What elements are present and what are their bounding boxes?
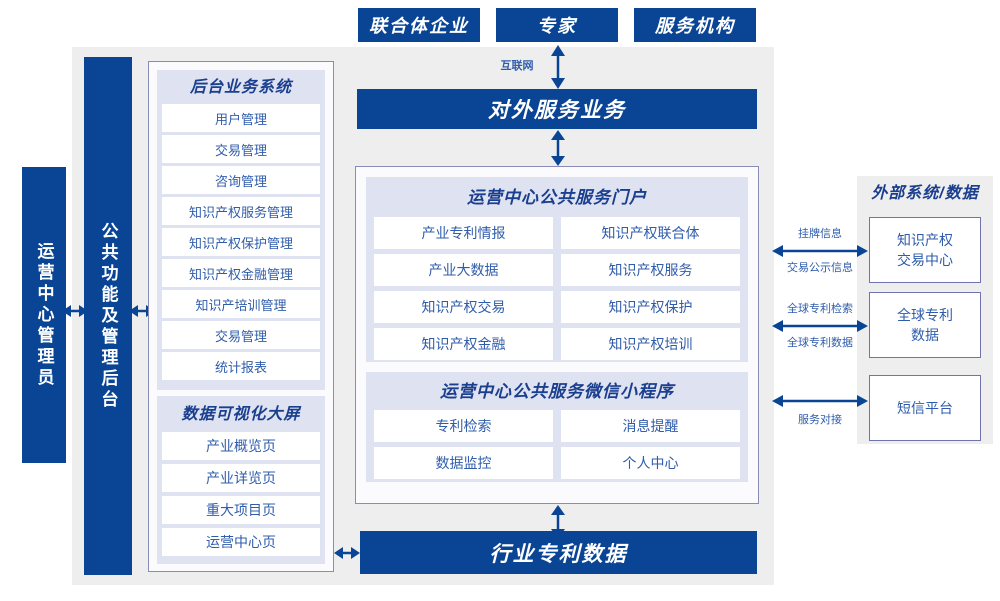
- external-title: 外部系统/数据: [871, 185, 979, 202]
- bigscreen-title: 数据可视化大屏: [181, 406, 301, 423]
- list-item[interactable]: 专利检索: [374, 410, 553, 442]
- list-item[interactable]: 产业概览页: [162, 432, 320, 460]
- external-box-1[interactable]: 全球专利数据: [869, 292, 981, 358]
- external-arrow-2: [772, 392, 868, 410]
- operator-backend-arrow: [62, 302, 88, 320]
- list-item-label: 知识产权服务: [608, 262, 693, 278]
- external-link-label-below-0: 交易公示信息: [787, 262, 853, 274]
- miniprogram-panel: 运营中心公共服务微信小程序 专利检索 消息提醒数据监控 个人中心: [366, 372, 748, 482]
- internet-label: 互联网: [500, 60, 534, 72]
- list-item-label: 个人中心: [622, 455, 679, 471]
- list-item[interactable]: 知识产权服务: [561, 254, 740, 286]
- portal-panel: 运营中心公共服务门户 产业专利情报 知识产权联合体产业大数据 知识产权服务知识产权交…: [366, 177, 748, 362]
- top-actor-1[interactable]: 专家: [496, 8, 618, 42]
- left-rail-common-backend[interactable]: 公共功能及管理后台: [84, 57, 132, 575]
- list-item-label: 产业专利情报: [421, 225, 506, 241]
- external-link-label-below-2: 服务对接: [798, 414, 842, 426]
- top-actor-label: 专家: [537, 16, 577, 36]
- top-actor-label: 联合体企业: [369, 16, 469, 36]
- list-item-label: 统计报表: [214, 359, 267, 375]
- list-item[interactable]: 产业大数据: [374, 254, 553, 286]
- backend-item-list: 用户管理交易管理咨询管理知识产权服务管理知识产权保护管理知识产权金融管理知识产培…: [162, 104, 320, 380]
- list-item-label: 知识产权联合体: [601, 225, 700, 241]
- top-actor-2[interactable]: 服务机构: [634, 8, 756, 42]
- left-rail-operator[interactable]: 运营中心管理员: [22, 167, 66, 463]
- list-item[interactable]: 咨询管理: [162, 166, 320, 194]
- industry-data-label: 行业专利数据: [489, 542, 628, 566]
- external-service-bar[interactable]: 对外服务业务: [357, 89, 757, 129]
- bigscreen-panel: 数据可视化大屏 产业概览页产业详览页重大项目页运营中心页: [157, 396, 325, 564]
- list-item[interactable]: 消息提醒: [561, 410, 740, 442]
- external-link-label-below-1: 全球专利数据: [787, 337, 853, 349]
- external-arrow-0: [772, 242, 868, 260]
- list-item-label: 产业详览页: [206, 470, 276, 486]
- list-item-label: 咨询管理: [214, 173, 267, 189]
- list-item-label: 交易管理: [214, 142, 267, 158]
- list-item[interactable]: 知识产权联合体: [561, 217, 740, 249]
- list-item-label: 知识产权交易: [421, 299, 506, 315]
- service-to-portal-arrow: [548, 130, 568, 166]
- list-item[interactable]: 用户管理: [162, 104, 320, 132]
- list-item-label: 消息提醒: [622, 418, 679, 434]
- list-item[interactable]: 知识产权保护: [561, 291, 740, 323]
- list-item[interactable]: 知识产权金融: [374, 328, 553, 360]
- list-item-label: 重大项目页: [206, 502, 276, 518]
- list-item[interactable]: 交易管理: [162, 321, 320, 349]
- miniprogram-title: 运营中心公共服务微信小程序: [440, 382, 674, 401]
- left-rail-label: 运营中心管理员: [34, 241, 54, 389]
- bigscreen-item-list: 产业概览页产业详览页重大项目页运营中心页: [162, 432, 320, 556]
- list-item-label: 运营中心页: [206, 534, 276, 550]
- miniprogram-item-list: 专利检索 消息提醒数据监控 个人中心: [374, 410, 740, 479]
- backend-to-data-arrow: [334, 544, 360, 562]
- list-item[interactable]: 产业专利情报: [374, 217, 553, 249]
- backend-title: 后台业务系统: [189, 79, 292, 96]
- list-item[interactable]: 产业详览页: [162, 464, 320, 492]
- list-item-label: 知识产权保护: [608, 299, 693, 315]
- external-link-label-above-1: 全球专利检索: [787, 303, 853, 315]
- industry-data-bar[interactable]: 行业专利数据: [360, 531, 757, 574]
- external-box-label: 知识产权交易中心: [897, 231, 953, 268]
- list-item-label: 产业概览页: [206, 438, 276, 454]
- list-item[interactable]: 知识产权交易: [374, 291, 553, 323]
- list-item[interactable]: 知识产权保护管理: [162, 228, 320, 256]
- list-item-label: 交易管理: [214, 328, 267, 344]
- list-item-label: 产业大数据: [428, 262, 499, 278]
- list-item[interactable]: 个人中心: [561, 447, 740, 479]
- external-arrow-1: [772, 317, 868, 335]
- external-service-label: 对外服务业务: [488, 99, 626, 122]
- portal-item-list: 产业专利情报知识产权联合体产业大数据知识产权服务知识产权交易知识产权保护知识产权…: [374, 217, 740, 360]
- external-link-label-above-0: 挂牌信息: [798, 228, 842, 240]
- list-item-label: 知识产权保护管理: [188, 235, 293, 251]
- list-item[interactable]: 运营中心页: [162, 528, 320, 556]
- list-item-label: 专利检索: [435, 418, 492, 434]
- external-box-2[interactable]: 短信平台: [869, 375, 981, 441]
- list-item[interactable]: 知识产权培训: [561, 328, 740, 360]
- list-item[interactable]: 知识产权金融管理: [162, 259, 320, 287]
- top-actor-0[interactable]: 联合体企业: [358, 8, 480, 42]
- list-item[interactable]: 统计报表: [162, 352, 320, 380]
- backend-panel: 后台业务系统 用户管理交易管理咨询管理知识产权服务管理知识产权保护管理知识产权金…: [157, 70, 325, 390]
- external-box-label: 短信平台: [897, 399, 953, 416]
- list-item-label: 知识产权培训: [608, 336, 693, 352]
- list-item-label: 用户管理: [214, 111, 267, 127]
- left-rail-label: 公共功能及管理后台: [98, 221, 118, 411]
- list-item[interactable]: 知识产权服务管理: [162, 197, 320, 225]
- portal-title: 运营中心公共服务门户: [467, 188, 647, 207]
- list-item[interactable]: 数据监控: [374, 447, 553, 479]
- list-item-label: 数据监控: [435, 455, 492, 471]
- list-item-label: 知识产培训管理: [195, 297, 287, 313]
- list-item-label: 知识产权服务管理: [188, 204, 293, 220]
- list-item[interactable]: 知识产培训管理: [162, 290, 320, 318]
- external-box-label: 全球专利数据: [897, 306, 953, 343]
- list-item[interactable]: 重大项目页: [162, 496, 320, 524]
- top-actor-label: 服务机构: [655, 16, 735, 36]
- list-item[interactable]: 交易管理: [162, 135, 320, 163]
- list-item-label: 知识产权金融: [421, 336, 506, 352]
- list-item-label: 知识产权金融管理: [188, 266, 293, 282]
- external-box-0[interactable]: 知识产权交易中心: [869, 217, 981, 283]
- internet-arrow: [548, 45, 568, 89]
